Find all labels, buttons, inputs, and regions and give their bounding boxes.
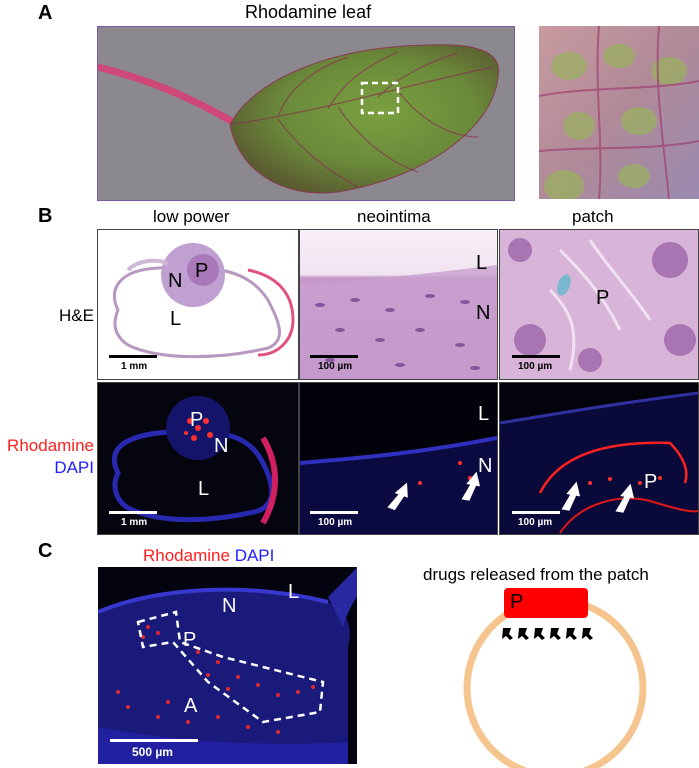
he-low-power-image: N P L 1 mm [97,229,299,380]
fl-low-power-image: P N L 1 mm [97,382,299,535]
he-neointima-image: L N 100 µm [299,229,498,380]
fl-neo-label-n: N [478,455,493,477]
column-title-patch: patch [572,207,614,226]
panel-letter-a: A [38,2,53,24]
zoom-box [360,81,400,115]
schematic-title: drugs released from the patch [423,565,649,584]
fl-low-label-l: L [198,478,210,500]
he-patch-scale-text: 100 µm [518,361,553,372]
fl-neo-scale-text: 100 µm [318,517,353,528]
he-neo-scale-text: 100 µm [318,361,353,372]
fl-neo-label-l: L [478,403,490,425]
drug-release-schematic: P [455,588,655,768]
fl-patch-label-p: P [644,471,658,493]
he-neo-label-l: L [476,252,488,274]
patch-rect [504,588,588,618]
fl-neo-scale-bar [310,511,358,514]
he-neo-scale-bar [310,355,358,358]
panel-c-label-a: A [184,695,198,717]
column-title-neointima: neointima [357,207,431,226]
he-neo-label-n: N [476,302,491,324]
row-label-he: H&E [59,306,94,325]
he-low-label-p: P [195,260,209,282]
schematic-patch-label: P [510,591,524,613]
panel-c-label-n: N [222,595,237,617]
fl-low-scale-text: 1 mm [121,517,148,528]
he-low-scale-text: 1 mm [121,361,148,372]
panel-a-title: Rhodamine leaf [245,2,372,22]
vessel-ring [463,596,647,768]
leaf-photo [97,26,515,201]
fl-low-label-p: P [190,409,204,431]
he-patch-scale-bar [512,355,560,358]
panel-c-stain-legend: Rhodamine DAPI [143,546,274,566]
leaf-zoom-inset [539,26,699,199]
he-patch-image: P 100 µm [499,229,699,380]
panel-c-label-l: L [288,581,300,603]
panel-c-scale-bar [110,739,198,742]
panel-c-scale-text: 500 µm [132,745,173,759]
stain-rhodamine: Rhodamine [143,546,230,565]
fl-low-label-n: N [214,435,229,457]
panel-letter-b: B [38,205,53,227]
fl-patch-scale-bar [512,511,560,514]
fl-patch-image: P 100 µm [499,382,699,535]
he-low-scale-bar [109,355,157,358]
column-title-low-power: low power [153,207,230,226]
fl-low-scale-bar [109,511,157,514]
he-low-label-l: L [170,308,182,330]
panel-c-label-p: P [183,629,197,651]
row-label-rhodamine: Rhodamine [7,436,94,455]
he-patch-label-p: P [596,287,610,309]
row-label-dapi: DAPI [54,458,94,477]
panel-c-fluorescence-image: N L P A 500 µm [98,567,357,764]
fl-neointima-image: L N 100 µm [299,382,498,535]
stain-dapi: DAPI [234,546,275,565]
he-low-label-n: N [168,270,183,292]
panel-letter-c: C [38,540,53,562]
fl-patch-scale-text: 100 µm [518,517,553,528]
